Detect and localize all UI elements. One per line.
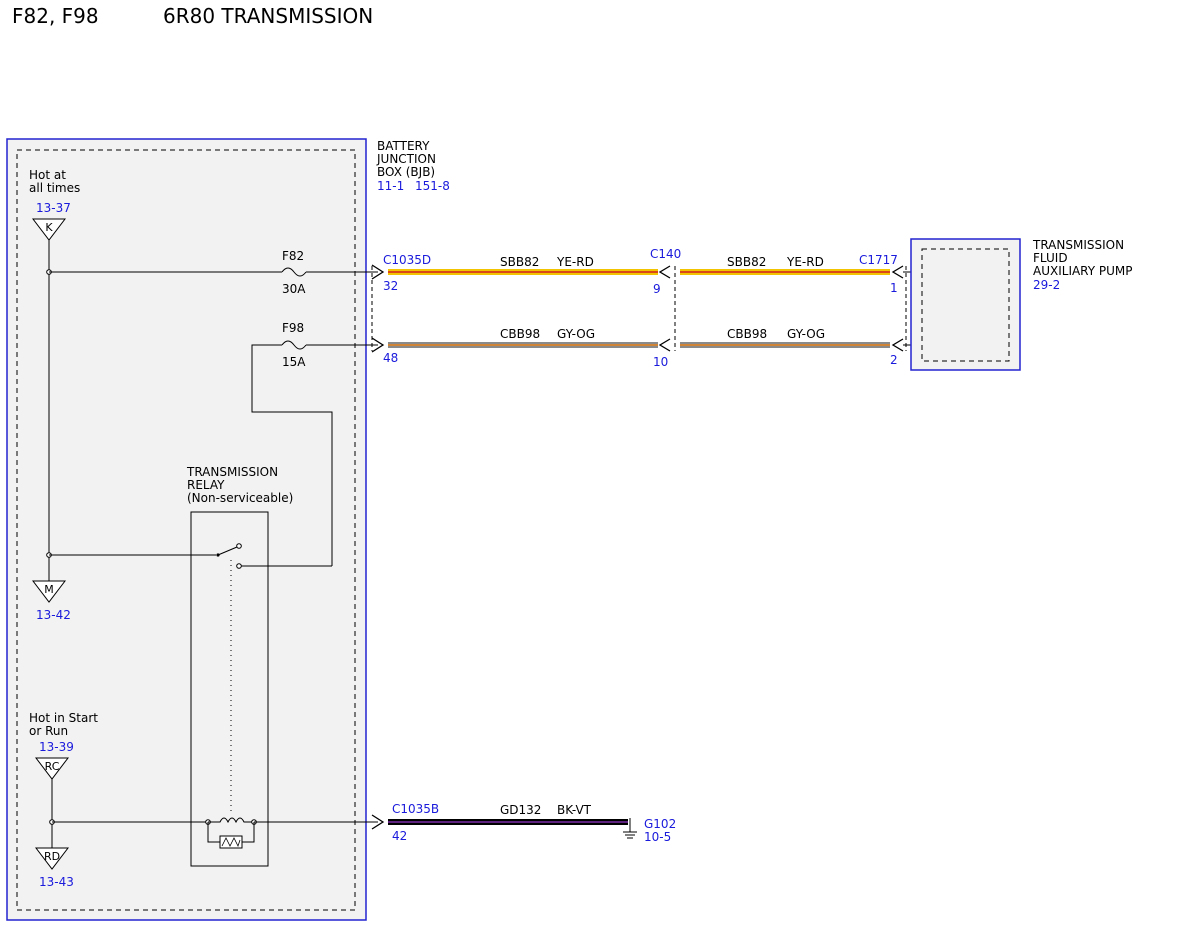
c140-label[interactable]: C140 bbox=[650, 247, 681, 261]
power-rc-icon bbox=[34, 757, 70, 780]
c140-pin-10: 10 bbox=[653, 355, 668, 369]
run-ref[interactable]: 13-39 bbox=[39, 740, 74, 754]
c1035d-pin-48: 48 bbox=[383, 351, 398, 365]
pump-inner-border bbox=[921, 248, 1010, 362]
c140-pin-9: 9 bbox=[653, 282, 661, 296]
fuse-f98-name: F98 bbox=[282, 321, 304, 335]
wire-1-circuit: SBB82 bbox=[500, 255, 539, 269]
power-m-symbol: M bbox=[44, 583, 54, 596]
hot-label-2: all times bbox=[29, 181, 80, 195]
relay-label-3: (Non-serviceable) bbox=[187, 491, 293, 505]
c1717-pin-1: 1 bbox=[890, 281, 898, 295]
c1035d-pin48-chevron-icon bbox=[371, 337, 385, 353]
fuse-f98-icon bbox=[281, 340, 307, 350]
wire-5-circuit: GD132 bbox=[500, 803, 541, 817]
wire-f98-in bbox=[251, 344, 333, 566]
c1035d-label[interactable]: C1035D bbox=[383, 253, 431, 267]
run-label-1: Hot in Start bbox=[29, 711, 98, 725]
relay-switch-arm-icon bbox=[217, 546, 238, 556]
run-label-2: or Run bbox=[29, 724, 68, 738]
relay-contact-open bbox=[236, 543, 242, 549]
relay-label-2: RELAY bbox=[187, 478, 225, 492]
bjb-label-3: BOX (BJB) bbox=[377, 165, 435, 179]
wire-2-color: YE-RD bbox=[786, 255, 824, 269]
wire-1-color: YE-RD bbox=[556, 255, 594, 269]
c1035d-pin32-chevron-icon bbox=[371, 264, 385, 280]
ground-ref[interactable]: 10-5 bbox=[644, 830, 671, 844]
pump-label-3: AUXILIARY PUMP bbox=[1033, 264, 1133, 278]
wire-2-circuit: SBB82 bbox=[727, 255, 766, 269]
power-rd-icon bbox=[34, 847, 70, 870]
resistor-lead-right bbox=[242, 822, 255, 843]
c1717-pin-2: 2 bbox=[890, 353, 898, 367]
relay-contact-no bbox=[236, 563, 242, 569]
hot-label-1: Hot at bbox=[29, 168, 66, 182]
resistor-zigzag bbox=[221, 837, 241, 848]
power-m-ref[interactable]: 13-42 bbox=[36, 608, 71, 622]
wire-5-color: BK-VT bbox=[557, 803, 592, 817]
c1717-pin2-chevron-icon bbox=[891, 338, 904, 352]
wire-4-circuit: CBB98 bbox=[727, 327, 767, 341]
power-k-symbol: K bbox=[45, 221, 53, 234]
pump-box bbox=[910, 238, 1021, 371]
bjb-label-1: BATTERY bbox=[377, 139, 430, 153]
pump-ref[interactable]: 29-2 bbox=[1033, 278, 1060, 292]
wire-3-color: GY-OG bbox=[557, 327, 595, 341]
header-fuses: F82, F98 bbox=[12, 4, 99, 28]
bjb-panel bbox=[6, 138, 367, 921]
bjb-label-2: JUNCTION bbox=[376, 152, 436, 166]
c1035b-label[interactable]: C1035B bbox=[392, 802, 439, 816]
c1717-label[interactable]: C1717 bbox=[859, 253, 898, 267]
header-title: 6R80 TRANSMISSION bbox=[163, 4, 373, 28]
resistor-icon bbox=[219, 835, 243, 849]
c1717-pin1-chevron-icon bbox=[891, 265, 904, 279]
power-rd-symbol: RD bbox=[44, 850, 60, 863]
hot-ref[interactable]: 13-37 bbox=[36, 201, 71, 215]
power-rc-symbol: RC bbox=[45, 760, 60, 773]
relay-coil-icon bbox=[208, 817, 254, 824]
pump-label-2: FLUID bbox=[1033, 251, 1068, 265]
c140-pin10-chevron-icon bbox=[658, 338, 671, 352]
ground-name[interactable]: G102 bbox=[644, 817, 676, 831]
fuse-f82-rating: 30A bbox=[282, 282, 306, 296]
wire-3-circuit: CBB98 bbox=[500, 327, 540, 341]
c140-pin9-chevron-icon bbox=[658, 265, 671, 279]
resistor-lead-left bbox=[207, 822, 220, 843]
fuse-f82-name: F82 bbox=[282, 249, 304, 263]
bjb-ref-1[interactable]: 11-1 bbox=[377, 179, 404, 193]
wire-4-color: GY-OG bbox=[787, 327, 825, 341]
power-k-icon bbox=[31, 218, 67, 241]
power-m-icon bbox=[31, 580, 67, 603]
c1035b-chevron-icon bbox=[371, 814, 385, 830]
c1035d-pin-32: 32 bbox=[383, 279, 398, 293]
bjb-ref-2[interactable]: 151-8 bbox=[415, 179, 450, 193]
relay-box bbox=[190, 511, 269, 867]
pump-label-1: TRANSMISSION bbox=[1032, 238, 1124, 252]
power-rd-ref[interactable]: 13-43 bbox=[39, 875, 74, 889]
c1035b-pin-42: 42 bbox=[392, 829, 407, 843]
fuse-f98-rating: 15A bbox=[282, 355, 306, 369]
relay-label-1: TRANSMISSION bbox=[186, 465, 278, 479]
fuse-f82-icon bbox=[281, 267, 307, 277]
